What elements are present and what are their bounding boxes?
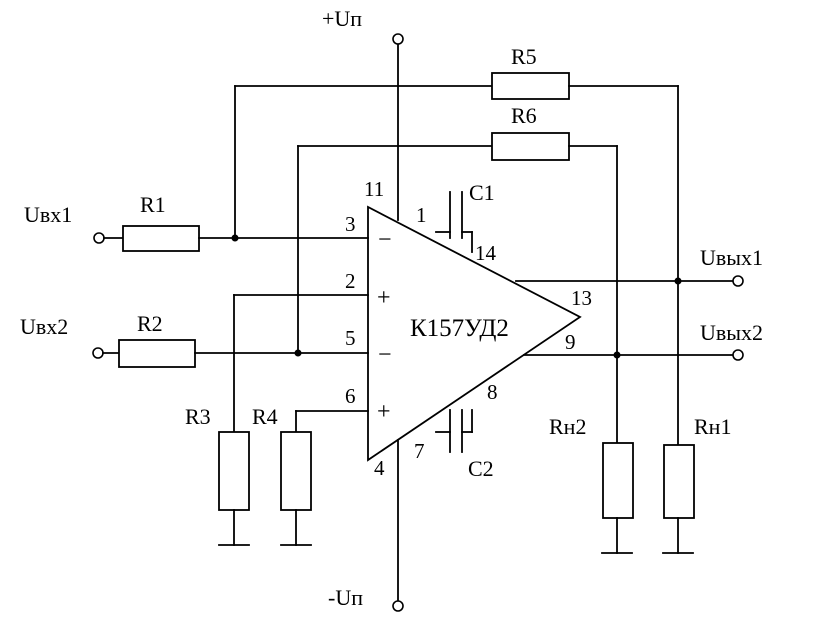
resistor-r4 — [280, 431, 312, 511]
pin2-label: 2 — [345, 269, 356, 293]
resistor-r6 — [491, 132, 570, 161]
output2-label: Uвых2 — [700, 320, 763, 345]
pin9-label: 9 — [565, 330, 576, 354]
input2-label: Uвх2 — [20, 314, 68, 339]
pin13-label: 13 — [571, 286, 592, 310]
noninverting-sign-pin2: + — [377, 285, 391, 311]
input1-label: Uвх1 — [24, 202, 72, 227]
opamp-triangle — [367, 205, 582, 462]
rn2-label: Rн2 — [549, 414, 586, 439]
output1-terminal — [732, 275, 744, 287]
r4-label: R4 — [252, 404, 278, 429]
pin4-label: 4 — [374, 456, 385, 480]
pin5-label: 5 — [345, 326, 356, 350]
r2-label: R2 — [137, 311, 163, 336]
resistor-r5 — [491, 72, 570, 100]
r1-label: R1 — [140, 192, 166, 217]
r5-label: R5 — [511, 44, 537, 69]
rn1-label: Rн1 — [694, 414, 731, 439]
supply-positive-label: +Uп — [322, 6, 362, 31]
r3-label: R3 — [185, 404, 211, 429]
pin11-label: 11 — [364, 177, 384, 201]
resistor-r2 — [118, 339, 196, 368]
supply-negative-label: -Uп — [328, 585, 363, 610]
resistor-rn2 — [602, 442, 634, 519]
input1-terminal — [93, 232, 105, 244]
resistor-r3 — [218, 431, 250, 511]
r6-label: R6 — [511, 103, 537, 128]
pin3-label: 3 — [345, 212, 356, 236]
pin14-label: 14 — [475, 241, 497, 265]
junction-output1 — [674, 277, 682, 285]
junction-output2 — [613, 351, 621, 359]
inverting-sign-pin3: − — [378, 227, 392, 253]
chip-name-label: К157УД2 — [410, 315, 509, 342]
output2-terminal — [732, 349, 744, 361]
pin6-label: 6 — [345, 384, 356, 408]
supply-negative-terminal — [392, 600, 404, 612]
supply-positive-terminal — [392, 33, 404, 45]
input2-terminal — [92, 347, 104, 359]
resistor-rn1 — [663, 444, 695, 519]
pin8-label: 8 — [487, 380, 498, 404]
output1-label: Uвых1 — [700, 245, 763, 270]
inverting-sign-pin5: − — [378, 342, 392, 368]
c1-label: C1 — [469, 180, 495, 205]
resistor-r1 — [122, 225, 200, 252]
pin7-label: 7 — [414, 439, 425, 463]
pin1-label: 1 — [416, 203, 427, 227]
c2-label: C2 — [468, 456, 494, 481]
noninverting-sign-pin6: + — [377, 399, 391, 425]
